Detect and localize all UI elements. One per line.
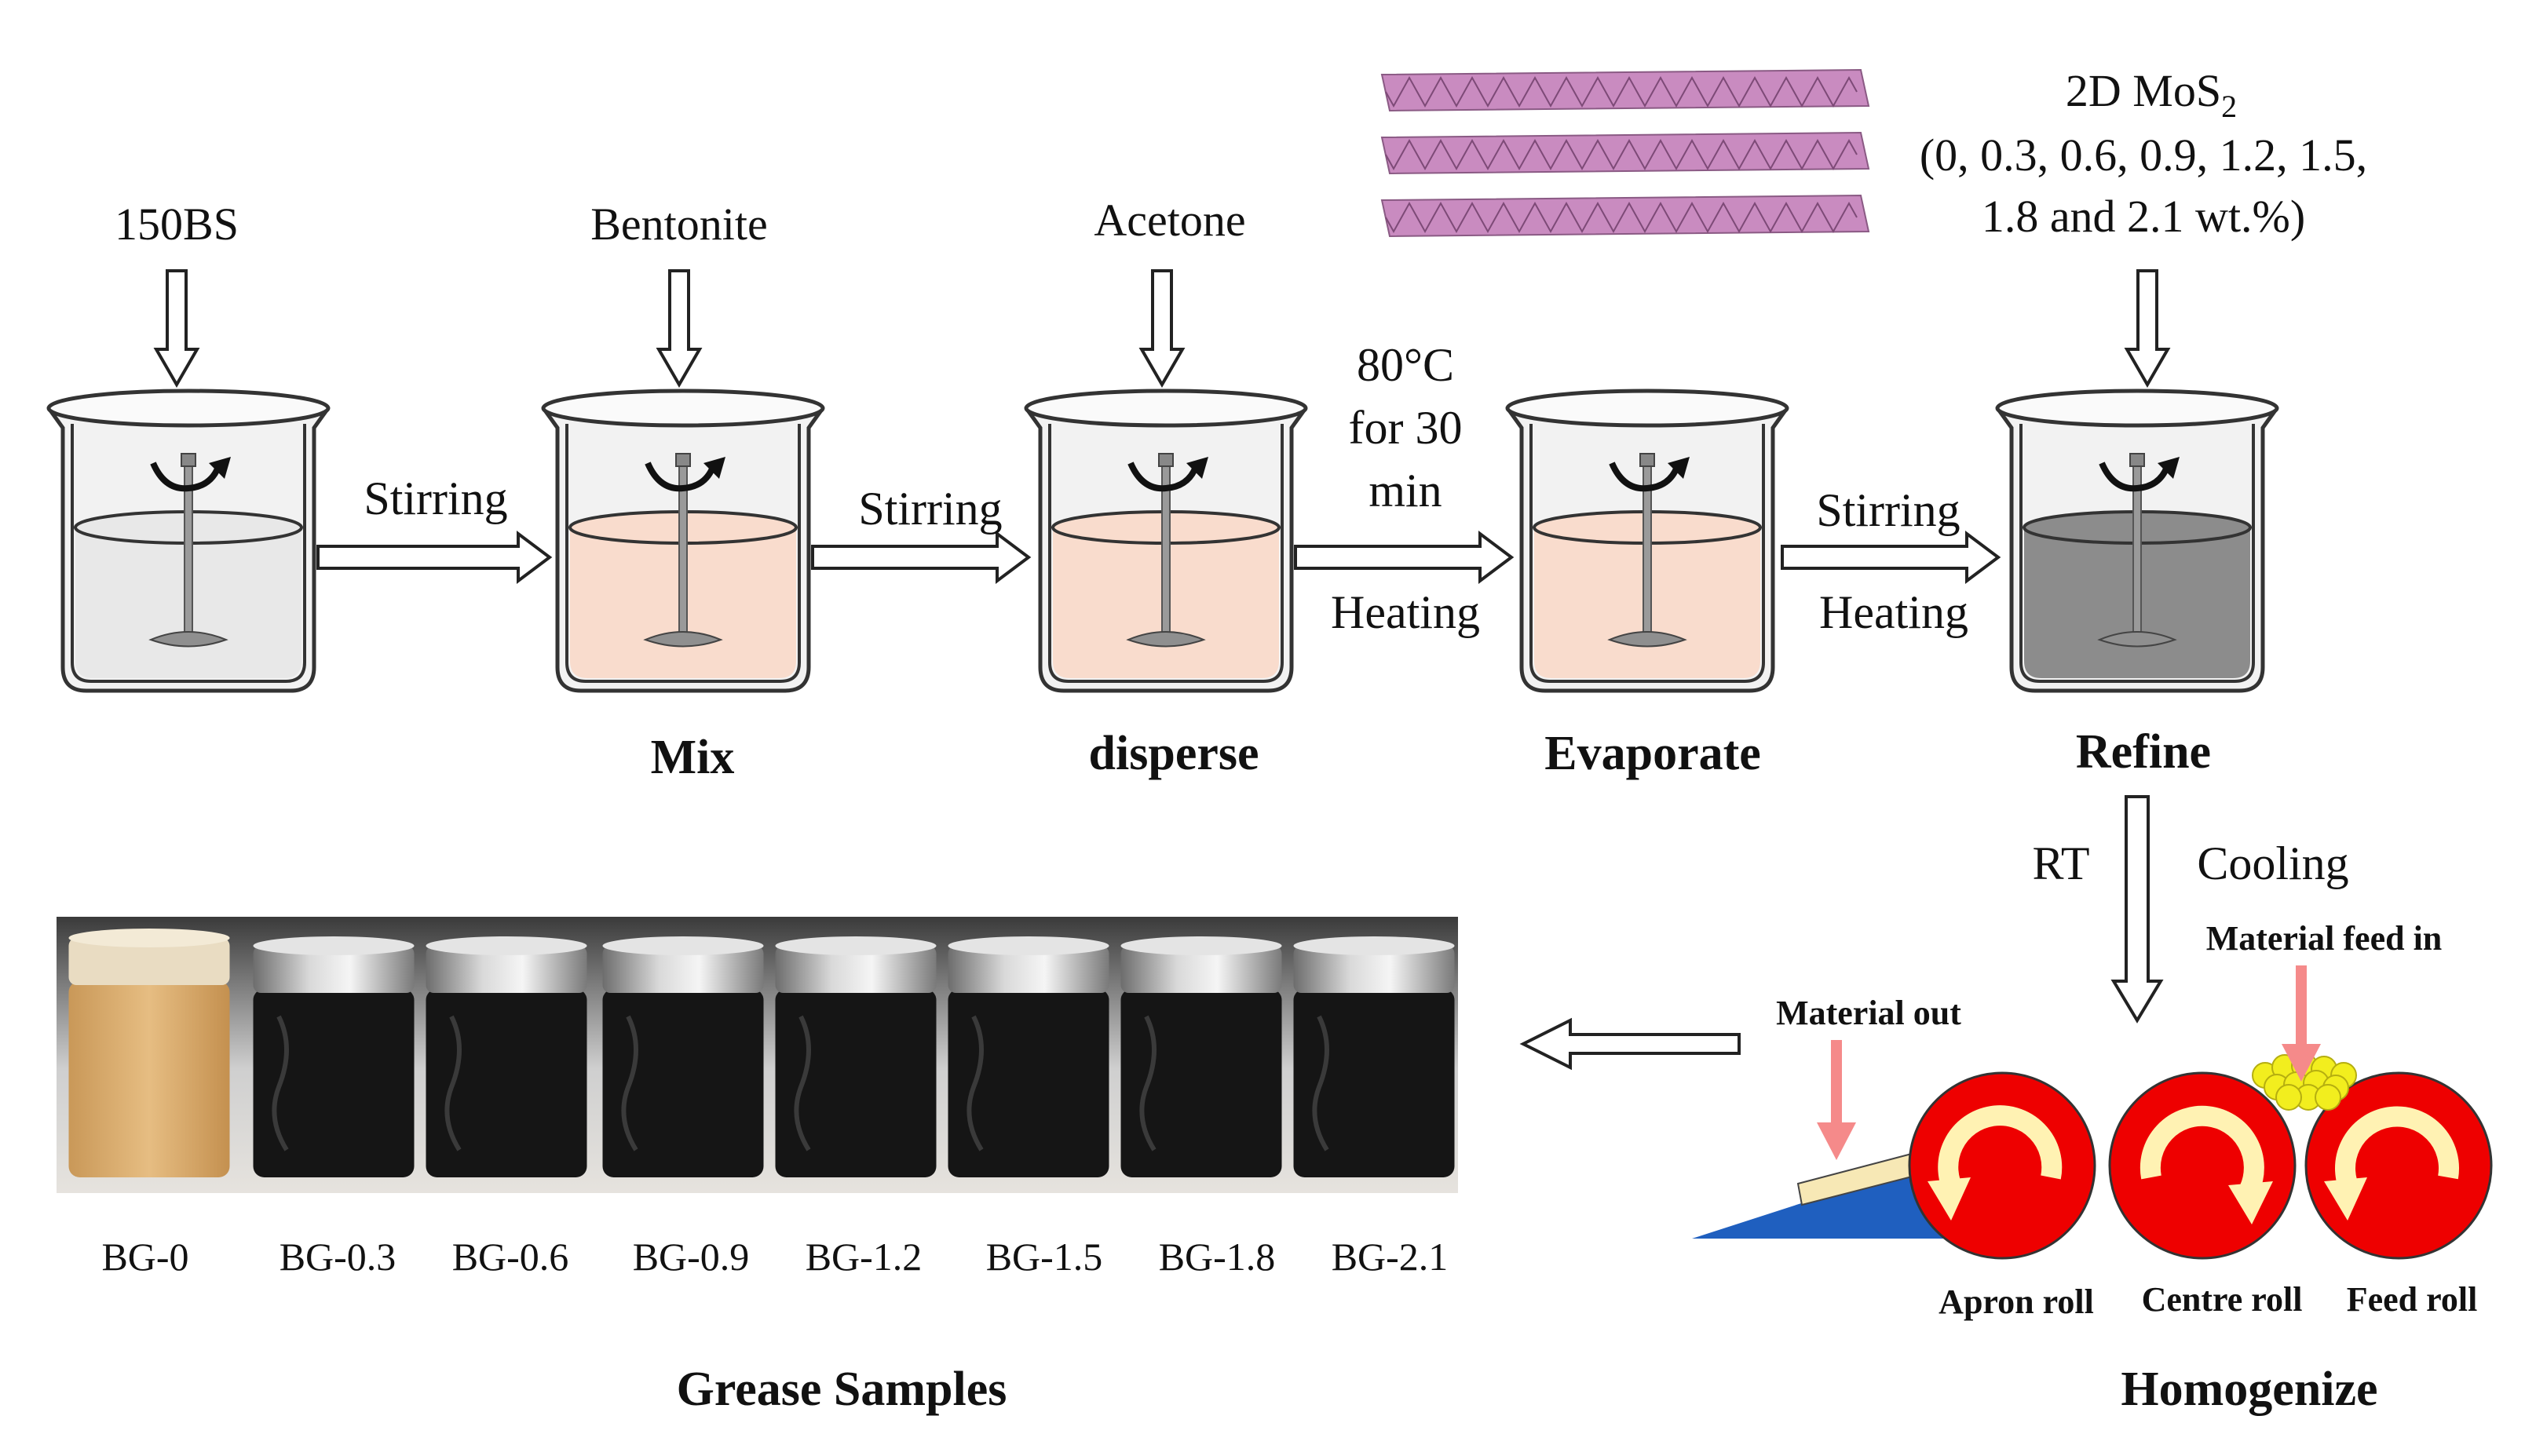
step-label-stirring-1: Stirring (364, 473, 507, 524)
step-label-stirring-2: Stirring (858, 483, 1002, 535)
input-down-arrow-icon (1138, 269, 1186, 388)
material-out-arrow-icon (1817, 1040, 1856, 1160)
stage-evaporate: Evaporate (1544, 727, 1761, 780)
beaker-disperse (1024, 389, 1308, 693)
grease-jar (775, 936, 937, 1177)
beaker-evaporate (1505, 389, 1789, 693)
label-mos2: 2D MoS2 (2066, 65, 2237, 124)
step-label-rt: RT (2032, 837, 2089, 889)
mos2-sheet (1380, 131, 1870, 175)
label-150bs: 150BS (115, 199, 239, 250)
feed-roll-rotation-arrow-icon (2324, 1106, 2459, 1221)
process-arrows (316, 531, 2001, 584)
step-label-stirring-3: Stirring (1816, 484, 1960, 536)
label-material-feed-in: Material feed in (2206, 919, 2443, 958)
mos2-layers-image (1380, 68, 1870, 238)
apron-roll (1908, 1071, 2096, 1260)
label-acetone: Acetone (1094, 195, 1245, 246)
grease-jar (253, 936, 415, 1177)
label-feed-roll: Feed roll (2347, 1280, 2478, 1319)
stirring-rotation-icon (150, 457, 231, 492)
stage-disperse: disperse (1089, 727, 1259, 780)
stirring-rotation-icon (1609, 457, 1690, 492)
step-label-cooling: Cooling (2197, 837, 2348, 889)
stage-mix: Mix (651, 731, 735, 784)
stirring-rotation-icon (645, 457, 725, 492)
beaker-refine (1995, 389, 2279, 693)
label-centre-roll: Centre roll (2142, 1280, 2303, 1319)
step-label-for-30: for 30 (1349, 402, 1463, 454)
three-roll-mill (1692, 965, 2493, 1260)
stirring-rotation-icon (1127, 457, 1208, 492)
label-material-out: Material out (1776, 994, 1961, 1032)
sample-label: BG-1.8 (1159, 1235, 1276, 1279)
sample-label: BG-0 (101, 1235, 188, 1279)
output-arrow-left (1519, 1017, 1741, 1071)
sample-label: BG-2.1 (1332, 1235, 1449, 1279)
feed-material-beads (2252, 1053, 2357, 1111)
sample-label: BG-1.2 (806, 1235, 923, 1279)
process-right-arrow-icon (1294, 531, 1515, 584)
feed-roll (2304, 1071, 2493, 1260)
step-label-80c: 80°C (1357, 339, 1454, 391)
stage-homogenize: Homogenize (2121, 1363, 2377, 1416)
input-down-arrow-icon (2124, 269, 2171, 388)
step-label-heating-2: Heating (1819, 586, 1968, 638)
input-arrows (153, 269, 2171, 388)
process-right-arrow-icon (811, 531, 1032, 584)
mos2-sheet (1380, 68, 1870, 112)
label-mos2-concentrations-1: (0, 0.3, 0.6, 0.9, 1.2, 1.5, (1920, 130, 2367, 181)
sample-label: BG-0.9 (633, 1235, 750, 1279)
sample-label: BG-1.5 (986, 1235, 1103, 1279)
material-feed-in-arrow-icon (2282, 965, 2321, 1082)
stage-refine: Refine (2076, 725, 2211, 779)
grease-jar (1120, 936, 1282, 1177)
step-label-min: min (1368, 465, 1442, 516)
input-down-arrow-icon (153, 269, 200, 388)
beakers (46, 389, 2279, 693)
label-mos2-concentrations-2: 1.8 and 2.1 wt.%) (1982, 191, 2305, 242)
centre-roll-rotation-arrow-icon (2140, 1105, 2273, 1224)
grease-jar (68, 929, 230, 1177)
beaker-base-oil (46, 389, 331, 693)
grease-jar (602, 936, 764, 1177)
grease-jar (426, 936, 587, 1177)
input-down-arrow-icon (656, 269, 703, 388)
process-right-arrow-icon (1781, 531, 2001, 584)
stage-grease-samples: Grease Samples (677, 1363, 1007, 1416)
apron-roll-rotation-arrow-icon (1928, 1105, 2063, 1221)
label-apron-roll: Apron roll (1939, 1283, 2094, 1321)
sample-labels: BG-0 BG-0.3 BG-0.6 BG-0.9 BG-1.2 BG-1.5 BG-1.8… (101, 1235, 1448, 1279)
grease-samples-photo (57, 917, 1458, 1193)
label-bentonite: Bentonite (590, 199, 768, 250)
label-mos2-text: 2D MoS (2066, 65, 2221, 116)
grease-jar (1293, 936, 1455, 1177)
stirring-rotation-icon (2099, 457, 2180, 492)
sample-label: BG-0.6 (452, 1235, 569, 1279)
process-right-arrow-icon (316, 531, 553, 584)
step-label-heating-1: Heating (1331, 586, 1480, 638)
sample-label: BG-0.3 (280, 1235, 396, 1279)
beaker-mix (541, 389, 825, 693)
grease-jar (948, 936, 1109, 1177)
mos2-sheet (1380, 194, 1870, 238)
centre-roll (2108, 1071, 2297, 1260)
cooling-arrow (2110, 795, 2164, 1024)
label-mos2-subscript: 2 (2221, 89, 2237, 124)
